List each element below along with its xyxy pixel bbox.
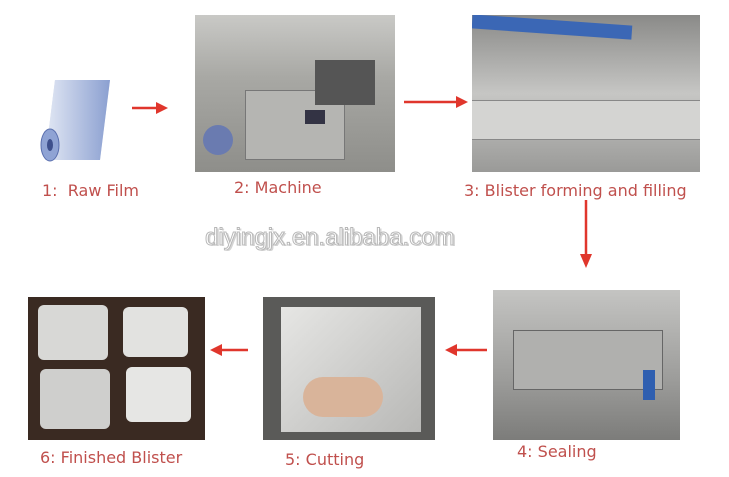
- cutting-image: [263, 297, 435, 440]
- arrow-left-icon: [210, 344, 248, 356]
- machine-image: [195, 15, 395, 172]
- finished-blister-image: [28, 297, 205, 440]
- arrow-right-icon: [132, 102, 168, 114]
- arrow-right-icon: [404, 96, 468, 108]
- sealing-image: [493, 290, 680, 440]
- blister-forming-image: [472, 15, 700, 172]
- step-2-label: 2: Machine: [234, 178, 322, 197]
- step-4-label: 4: Sealing: [517, 442, 597, 461]
- step-6-label: 6: Finished Blister: [40, 448, 183, 467]
- raw-film-image: [30, 75, 120, 175]
- step-5-label: 5: Cutting: [285, 450, 365, 469]
- film-roll-icon: [40, 80, 110, 162]
- step-3-label: 3: Blister forming and filling: [464, 181, 687, 200]
- arrow-down-icon: [580, 200, 592, 268]
- step-1-label: 1: Raw Film: [42, 181, 139, 200]
- arrow-left-icon: [445, 344, 487, 356]
- watermark: diyingjx.en.alibaba.com: [204, 224, 455, 252]
